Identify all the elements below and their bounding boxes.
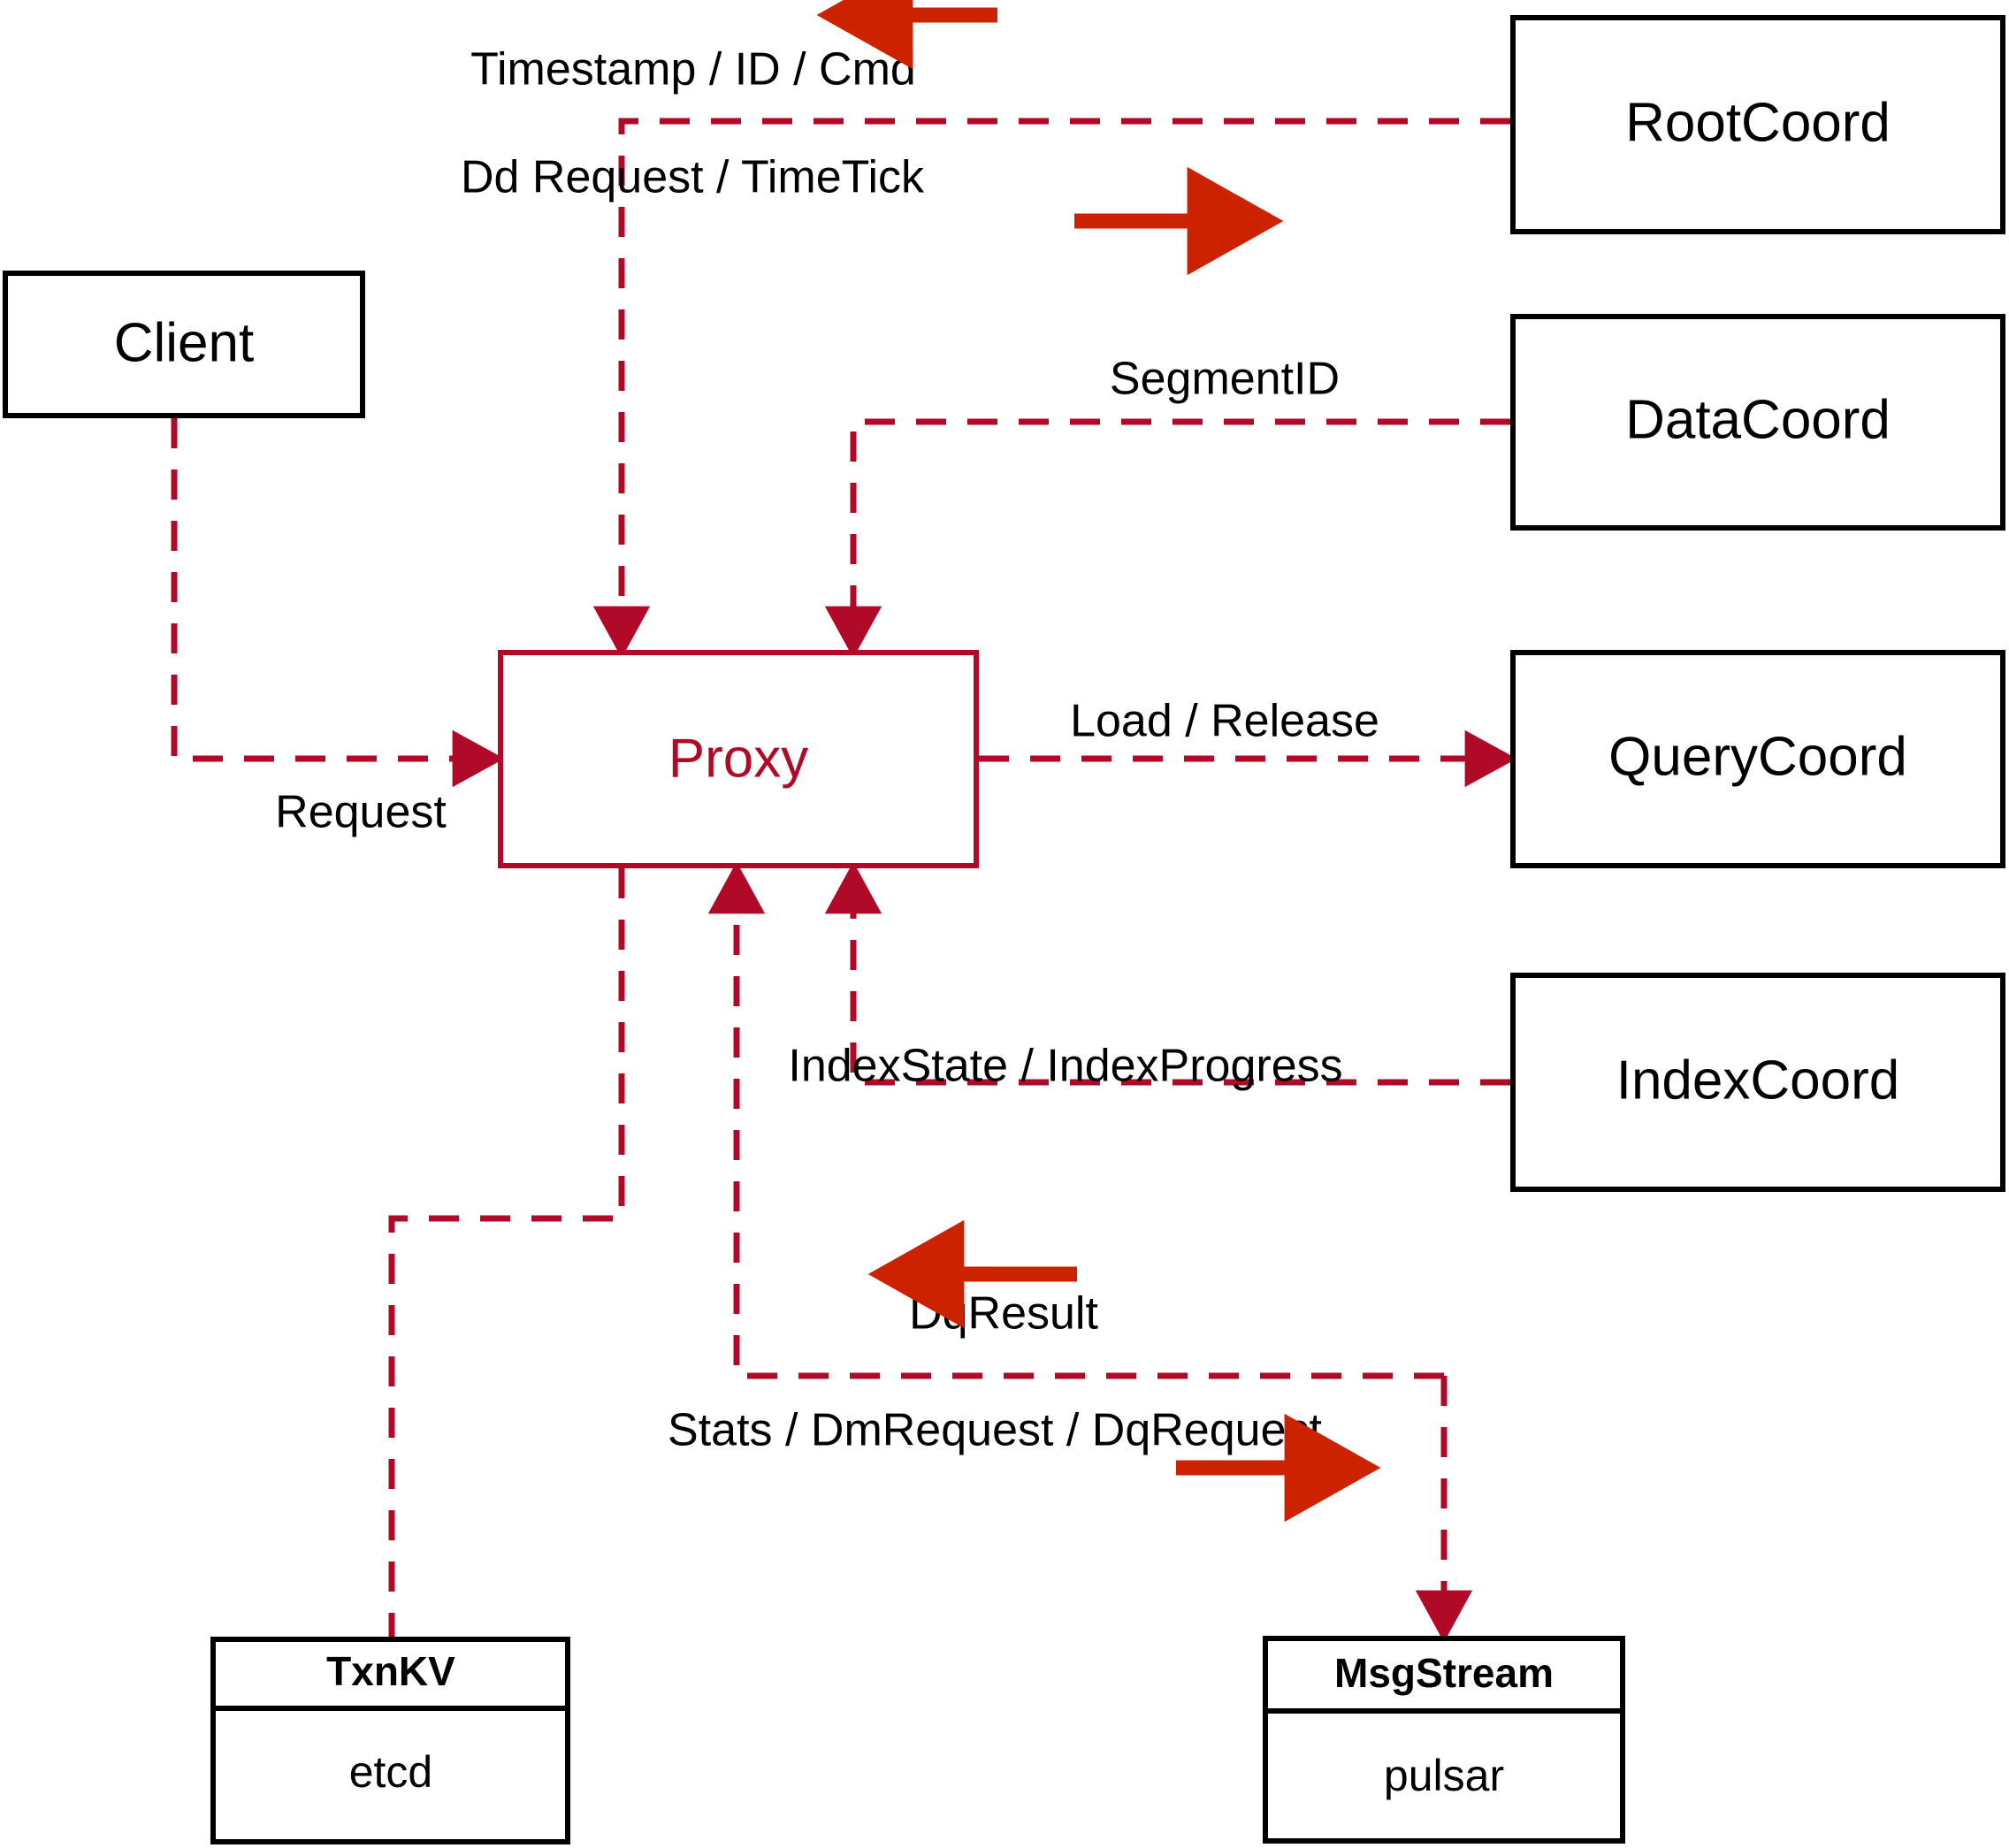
edge-client-to-proxy xyxy=(171,418,505,788)
edge-label-dqresult: DqResult xyxy=(909,1288,1098,1340)
node-datacoord-label: DataCoord xyxy=(1625,389,1891,450)
node-msgstream[interactable]: MsgStream pulsar xyxy=(1263,1636,1625,1844)
node-txnkv[interactable]: TxnKV etcd xyxy=(210,1637,570,1844)
edge-label-request: Request xyxy=(275,787,447,838)
edge-rootcoord-to-proxy xyxy=(592,118,1510,659)
node-indexcoord[interactable]: IndexCoord xyxy=(1510,973,2005,1192)
edge-label-segmentid: SegmentID xyxy=(1110,354,1340,405)
node-proxy-label: Proxy xyxy=(668,728,808,789)
edge-label-timestamp-id-cmd: Timestamp / ID / Cmd xyxy=(470,44,916,95)
node-rootcoord[interactable]: RootCoord xyxy=(1510,15,2005,234)
node-rootcoord-label: RootCoord xyxy=(1625,92,1891,153)
node-proxy[interactable]: Proxy xyxy=(498,650,979,868)
node-txnkv-sublabel: etcd xyxy=(349,1747,433,1797)
node-txnkv-label: TxnKV xyxy=(326,1648,455,1694)
node-msgstream-sublabel: pulsar xyxy=(1384,1751,1504,1800)
node-msgstream-label: MsgStream xyxy=(1334,1650,1554,1696)
node-datacoord[interactable]: DataCoord xyxy=(1510,314,2005,531)
edge-datacoord-to-proxy xyxy=(824,418,1510,659)
edge-indexcoord-to-proxy xyxy=(824,861,1510,1086)
edge-msgstream-to-proxy xyxy=(707,861,1444,1379)
node-querycoord[interactable]: QueryCoord xyxy=(1510,650,2005,868)
edge-label-stats-dmrequest-dqrequest: Stats / DmRequest / DqRequest xyxy=(668,1405,1322,1456)
node-indexcoord-label: IndexCoord xyxy=(1616,1050,1900,1111)
edge-label-indexstate-indexprogress: IndexState / IndexProgress xyxy=(788,1041,1342,1092)
edge-label-load-release: Load / Release xyxy=(1070,696,1379,747)
node-client-label: Client xyxy=(114,312,255,373)
node-querycoord-label: QueryCoord xyxy=(1608,726,1907,787)
node-client[interactable]: Client xyxy=(3,271,365,418)
edge-proxy-to-txnkv xyxy=(388,868,625,1637)
edge-label-dd-request-timetick: Dd Request / TimeTick xyxy=(461,152,925,203)
